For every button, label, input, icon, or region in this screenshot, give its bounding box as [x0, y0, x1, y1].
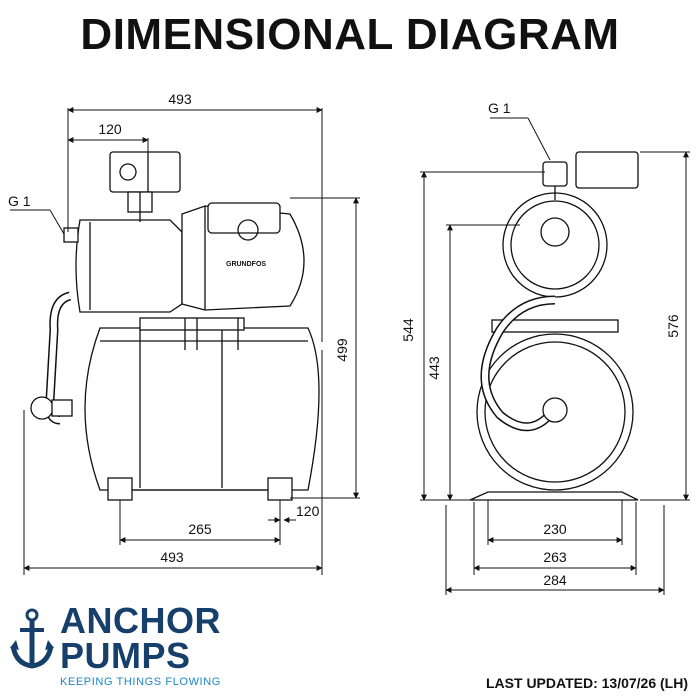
front-inlet-fitting — [63, 227, 79, 243]
dim-front-bottom-width: 493 — [160, 549, 184, 565]
front-bracket — [139, 317, 245, 331]
dim-front-top-120: 120 — [98, 121, 122, 137]
dim-front-bottom-120: 120 — [296, 503, 320, 519]
dim-side-base-263: 263 — [543, 549, 567, 565]
dim-front-top-width: 493 — [168, 91, 192, 107]
front-tank — [84, 327, 320, 491]
front-foot-right — [267, 477, 293, 501]
front-dimension-lines — [10, 107, 360, 575]
page-title: DIMENSIONAL DIAGRAM — [80, 10, 620, 59]
side-dimension-lines — [420, 117, 690, 595]
dim-front-bottom-265: 265 — [188, 521, 212, 537]
side-base — [469, 491, 639, 501]
side-view — [469, 151, 639, 501]
dim-side-base-230: 230 — [543, 521, 567, 537]
anchor-pumps-logo: ANCHOR PUMPS KEEPING THINGS FLOWING — [10, 600, 250, 695]
dim-side-base-284: 284 — [543, 572, 567, 588]
logo-line-anchor: ANCHOR — [60, 600, 221, 641]
front-foot-left — [107, 477, 133, 501]
pump-brand-label: GRUNDFOS — [226, 261, 266, 268]
logo-tagline: KEEPING THINGS FLOWING — [60, 676, 221, 688]
label-side-g1: G 1 — [488, 100, 511, 116]
front-pump-body — [75, 219, 183, 313]
logo-line-pumps: PUMPS — [60, 635, 191, 676]
dim-side-height-576: 576 — [665, 314, 681, 338]
dim-side-height-544: 544 — [400, 318, 416, 342]
side-bracket — [491, 319, 619, 333]
anchor-icon — [10, 608, 54, 669]
side-pressure-switch — [575, 151, 639, 189]
front-view: GRUNDFOS — [30, 151, 320, 501]
last-updated: LAST UPDATED: 13/07/26 (LH) — [486, 675, 688, 691]
dim-side-height-443: 443 — [426, 356, 442, 380]
label-front-g1: G 1 — [8, 193, 31, 209]
dim-front-height-499: 499 — [334, 338, 350, 362]
